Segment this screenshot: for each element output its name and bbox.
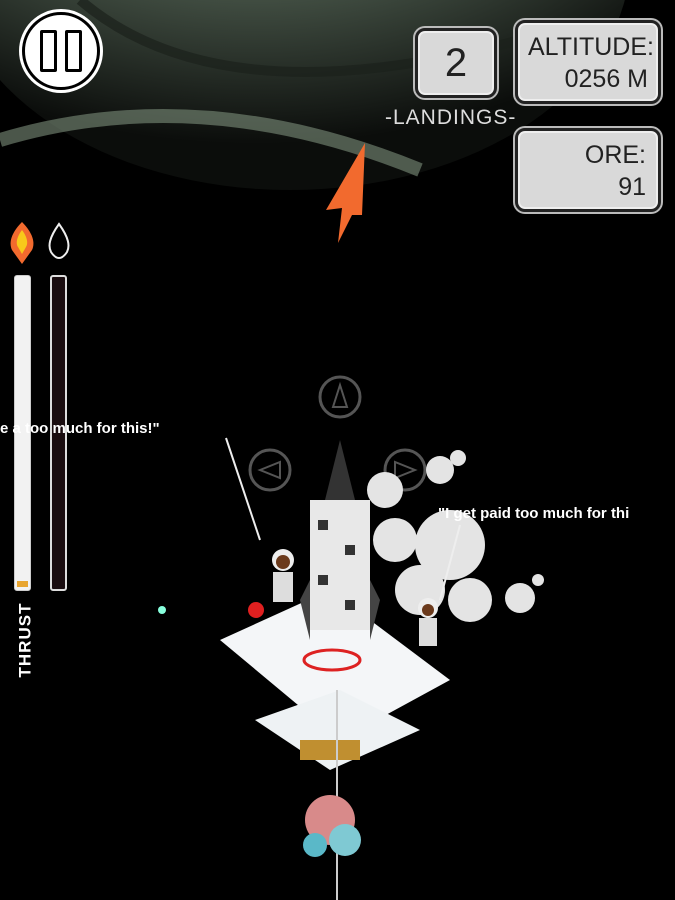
control-hint-up-icon	[318, 375, 362, 419]
astronaut	[418, 598, 438, 646]
altitude-panel: ALTITUDE: 0256 M	[515, 20, 661, 104]
control-hint-right-icon	[383, 448, 427, 492]
thrust-gauge	[14, 275, 31, 591]
star	[158, 606, 166, 614]
thrust-label: THRUST	[15, 602, 35, 678]
landings-counter: 2	[415, 28, 497, 98]
smoke-clouds	[367, 450, 544, 622]
ore-value: 91	[618, 173, 646, 201]
speech-bubble-left: e a too much for this!"	[0, 420, 160, 437]
landings-label: -LANDINGS-	[385, 106, 517, 129]
pause-icon-bar	[65, 30, 82, 72]
altitude-value: 0256 M	[564, 65, 648, 93]
speech-bubble-right: "I get paid too much for thi	[438, 505, 630, 522]
red-beacon	[248, 602, 264, 618]
thrust-level	[17, 580, 28, 587]
fuel-drop-icon	[48, 222, 70, 259]
control-hint-left-icon	[248, 448, 292, 492]
rocket	[300, 440, 380, 640]
ore-panel: ORE: 91	[515, 128, 661, 212]
ore-label: ORE:	[584, 141, 646, 169]
astronaut	[272, 549, 294, 602]
pause-button[interactable]	[22, 12, 100, 90]
pause-icon	[40, 30, 57, 72]
altitude-label: ALTITUDE:	[528, 33, 654, 61]
debris-cloud	[303, 795, 361, 857]
direction-arrow-icon	[326, 143, 365, 243]
fuel-gauge	[50, 275, 67, 591]
flame-icon	[10, 222, 34, 264]
